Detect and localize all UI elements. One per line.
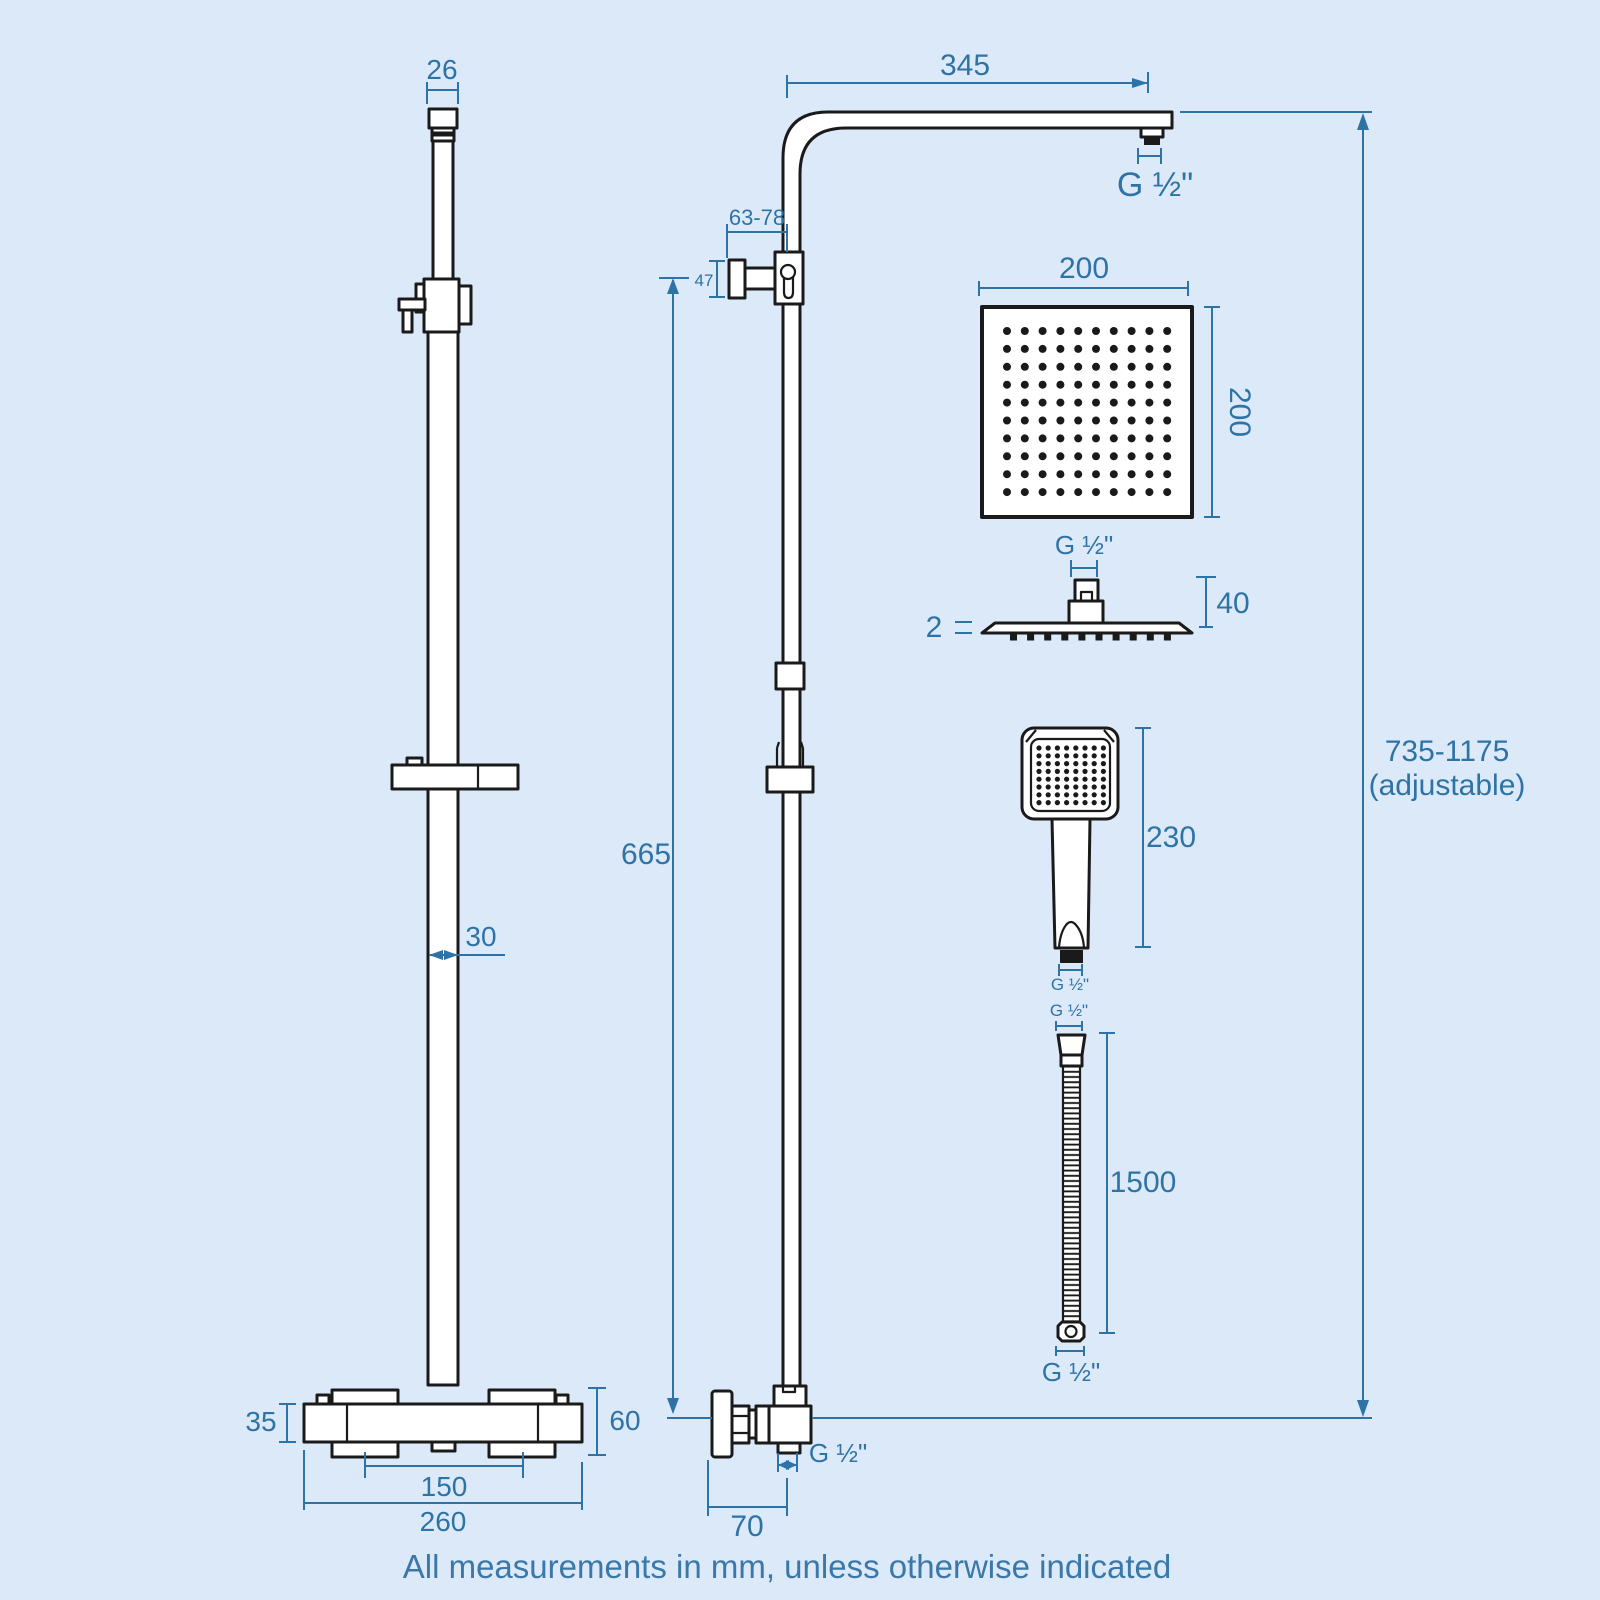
dim-label-70: 70 — [730, 1510, 763, 1543]
caption-text: All measurements in mm, unless otherwise… — [403, 1548, 1172, 1585]
elbow-outlet — [776, 1441, 802, 1455]
dim-label-hose-top-thread: G ½" — [1050, 1001, 1088, 1020]
handset-connector — [1060, 950, 1083, 963]
dim-hose-length: 1500 — [1099, 1032, 1177, 1334]
dim-label-230: 230 — [1146, 821, 1196, 854]
dim-label-665: 665 — [621, 838, 671, 871]
slider-bracket — [390, 756, 520, 791]
dim-label-26: 26 — [426, 54, 457, 85]
hose-body — [1061, 1064, 1082, 1324]
dim-bracket-range: 63-78 — [726, 205, 788, 258]
slider-rail-assembly — [302, 107, 584, 1459]
dim-label-40: 40 — [1216, 587, 1249, 620]
rail-upper-tube — [431, 139, 455, 282]
handset-handle — [1050, 817, 1092, 950]
dim-label-adjustable: (adjustable) — [1369, 769, 1526, 802]
dim-label-35: 35 — [245, 1406, 276, 1437]
dim-rail-top-width: 26 — [426, 54, 459, 104]
dim-rail-width: 30 — [429, 921, 505, 960]
dim-head-width: 200 — [978, 252, 1189, 296]
dim-plate-thickness: 2 — [926, 611, 972, 644]
dim-valve-total-height: 60 — [588, 1387, 641, 1456]
dim-hose-bottom-thread: G ½" — [1042, 1346, 1100, 1387]
dim-label-60: 60 — [609, 1405, 640, 1436]
thermostatic-valve — [302, 1388, 584, 1459]
dim-valve-width: 260 — [303, 1450, 583, 1537]
dim-label-1500: 1500 — [1110, 1166, 1177, 1199]
rail-top-cap — [427, 107, 459, 130]
dim-label-735-1175: 735-1175 — [1385, 735, 1510, 768]
valve-body — [302, 1402, 584, 1444]
dim-valve-handle-centres: 150 — [364, 1452, 524, 1502]
dim-label-elbow-thread: G ½" — [809, 1438, 867, 1468]
dim-head-depth: 40 — [1196, 576, 1250, 628]
dim-label-150: 150 — [421, 1471, 468, 1502]
riser-pipe-and-arm — [781, 110, 1174, 1388]
dim-handset-length: 230 — [1135, 727, 1196, 948]
hose-top-band — [1059, 1053, 1084, 1068]
dim-label-handset-thread: G ½" — [1051, 975, 1089, 994]
handset-face — [1029, 737, 1112, 813]
rail-main-tube — [426, 330, 460, 1387]
dim-label-200-width: 200 — [1059, 252, 1109, 285]
dim-head-height: 200 — [1204, 306, 1256, 518]
head-connector-top — [1073, 578, 1100, 603]
arm-outlet — [1139, 126, 1165, 139]
wall-bracket — [727, 250, 805, 306]
handset-nozzle-grid — [1036, 745, 1106, 806]
dim-label-arm-thread: G ½" — [1117, 166, 1193, 204]
dim-label-63-78: 63-78 — [729, 205, 785, 230]
handheld-shower — [1020, 726, 1120, 963]
dim-head-thread: G ½" — [1055, 530, 1113, 577]
dim-label-2: 2 — [926, 611, 943, 644]
overhead-head-side — [980, 578, 1194, 641]
dim-elbow-thread: G ½" — [777, 1438, 867, 1472]
dim-label-260: 260 — [420, 1506, 467, 1537]
dim-arm-thread: G ½" — [1117, 148, 1193, 204]
handset-holder — [397, 277, 473, 334]
dim-handset-thread: G ½" — [1051, 964, 1089, 994]
head-face-nozzle-grid — [1003, 327, 1172, 497]
dim-label-30: 30 — [465, 921, 496, 952]
dim-overall-height: 735-1175 (adjustable) — [667, 111, 1526, 1419]
dim-hose-top-thread: G ½" — [1050, 1001, 1088, 1031]
dim-label-200-height: 200 — [1223, 387, 1256, 437]
dim-elbow-offset: 70 — [707, 1460, 788, 1543]
overhead-head-face — [980, 305, 1194, 519]
dim-arm-length: 345 — [786, 49, 1149, 98]
riser-pipe-assembly — [710, 110, 1174, 1459]
dim-label-hose-bottom-thread: G ½" — [1042, 1357, 1100, 1387]
head-side-plate — [980, 621, 1194, 635]
dim-valve-body-height: 35 — [245, 1403, 296, 1443]
dim-label-head-thread: G ½" — [1055, 530, 1113, 560]
wall-elbow — [710, 1384, 813, 1459]
telescopic-joint — [765, 661, 815, 794]
hose-bottom-nut — [1056, 1320, 1086, 1343]
arm-outlet-thread — [1144, 137, 1160, 145]
dim-label-345: 345 — [940, 49, 990, 82]
overhead-head-plate — [980, 305, 1194, 519]
valve-outlet-tab — [430, 1440, 457, 1453]
hose-top-connector — [1056, 1033, 1087, 1057]
dim-label-47: 47 — [695, 271, 714, 290]
shower-hose — [1056, 1033, 1087, 1343]
dim-column-height: 665 — [621, 277, 689, 1414]
dim-bracket-size: 47 — [695, 260, 725, 298]
